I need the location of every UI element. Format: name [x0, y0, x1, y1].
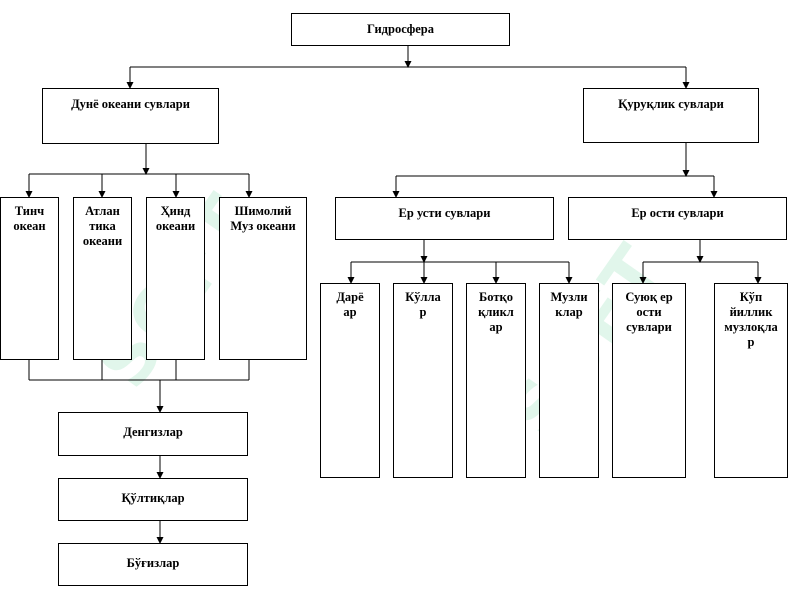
gulfs-label: Қўлтиқлар [121, 491, 185, 505]
atlantic-ocean-node: Атлан тика океани [73, 197, 132, 360]
underground-waters-node: Ер ости сувлари [568, 197, 787, 240]
lakes-node: Кўлла р [393, 283, 453, 478]
hydrosphere-node: Гидросфера [291, 13, 510, 46]
land-waters-label: Қуруқлик сувлари [618, 97, 724, 111]
lakes-label: Кўлла р [405, 290, 441, 319]
hydrosphere-label: Гидросфера [367, 22, 434, 36]
rivers-node: Дарё ар [320, 283, 380, 478]
indian-ocean-label: Ҳинд океани [155, 204, 196, 233]
world-ocean-waters-label: Дунё океани сувлари [71, 97, 190, 111]
arctic-ocean-node: Шимолий Муз океани [219, 197, 307, 360]
world-ocean-waters-node: Дунё океани сувлари [42, 88, 219, 144]
swamps-node: Ботқо қликл ар [466, 283, 526, 478]
gulfs-node: Қўлтиқлар [58, 478, 248, 521]
straits-node: Бўғизлар [58, 543, 248, 586]
straits-label: Бўғизлар [126, 556, 180, 570]
seas-label: Денгизлар [123, 425, 183, 439]
indian-ocean-node: Ҳинд океани [146, 197, 205, 360]
permafrost-node: Кўп йиллик музлоқла р [714, 283, 788, 478]
swamps-label: Ботқо қликл ар [478, 290, 514, 334]
atlantic-ocean-label: Атлан тика океани [82, 204, 123, 248]
glaciers-node: Музли клар [539, 283, 599, 478]
liquid-groundwater-node: Суюқ ер ости сувлари [612, 283, 686, 478]
arctic-ocean-label: Шимолий Муз океани [230, 204, 296, 233]
surface-waters-node: Ер усти сувлари [335, 197, 554, 240]
liquid-groundwater-label: Суюқ ер ости сувлари [625, 290, 673, 334]
rivers-label: Дарё ар [336, 290, 364, 319]
pacific-ocean-node: Тинч океан [0, 197, 59, 360]
land-waters-node: Қуруқлик сувлари [583, 88, 759, 143]
glaciers-label: Музли клар [550, 290, 588, 319]
permafrost-label: Кўп йиллик музлоқла р [724, 290, 778, 349]
underground-waters-label: Ер ости сувлари [631, 206, 724, 220]
seas-node: Денгизлар [58, 412, 248, 456]
surface-waters-label: Ер усти сувлари [398, 206, 491, 220]
pacific-ocean-label: Тинч океан [13, 204, 46, 233]
